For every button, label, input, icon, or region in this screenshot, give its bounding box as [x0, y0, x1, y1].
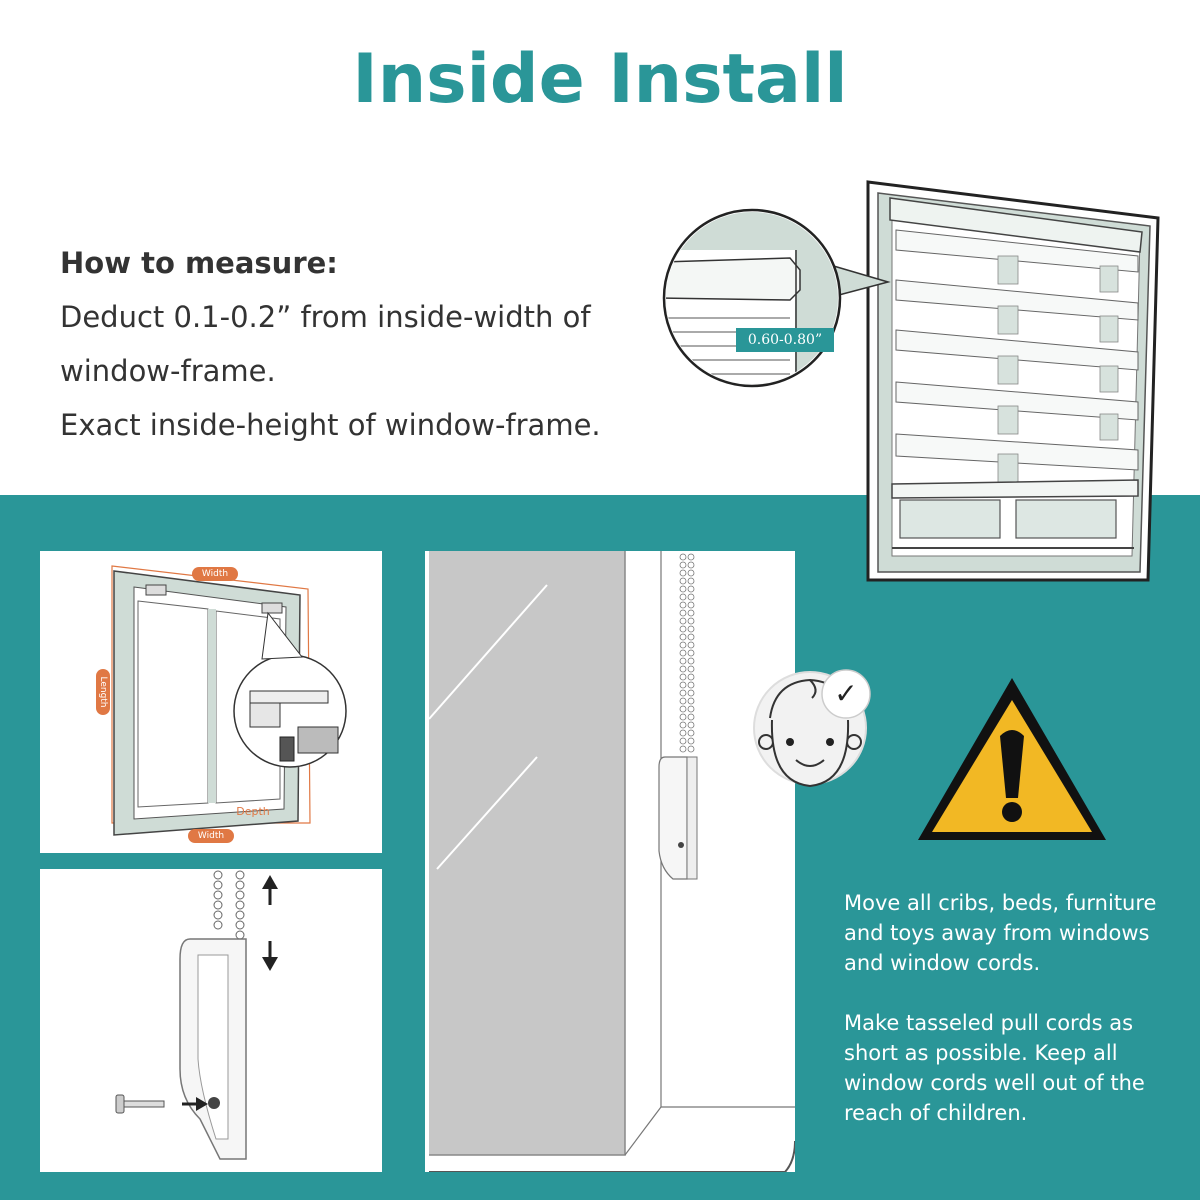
width-bottom-label: Width: [197, 831, 225, 841]
measure-line-3: Exact inside-height of window-frame.: [60, 408, 601, 442]
cord-guide-illustration: [115, 870, 278, 1160]
measure-line-2: window-frame.: [60, 354, 276, 388]
window-cord-illustration: [428, 551, 795, 1172]
check-mark-icon: ✓: [834, 677, 858, 710]
cord-guide-panel: [40, 869, 382, 1172]
window-measure-diagram: [96, 565, 347, 843]
safety-warning-text: Move all cribs, beds, furniture and toys…: [844, 888, 1174, 1158]
measure-instructions: How to measure: Deduct 0.1-0.2” from ins…: [60, 236, 660, 452]
zoom-measure-label: 0.60-0.80”: [747, 332, 823, 348]
depth-label: Depth: [236, 805, 270, 818]
length-label: Length: [98, 676, 108, 708]
safety-paragraph-1: Move all cribs, beds, furniture and toys…: [844, 891, 1157, 975]
window-cord-panel: [425, 551, 795, 1172]
page-title: Inside Install: [352, 40, 848, 119]
width-top-label: Width: [201, 569, 229, 579]
measure-heading: How to measure:: [60, 246, 338, 280]
measure-diagram-panel: Width Length Depth Width: [40, 551, 382, 853]
measure-line-1: Deduct 0.1-0.2” from inside-width of: [60, 300, 591, 334]
safety-paragraph-2: Make tasseled pull cords as short as pos…: [844, 1011, 1145, 1125]
